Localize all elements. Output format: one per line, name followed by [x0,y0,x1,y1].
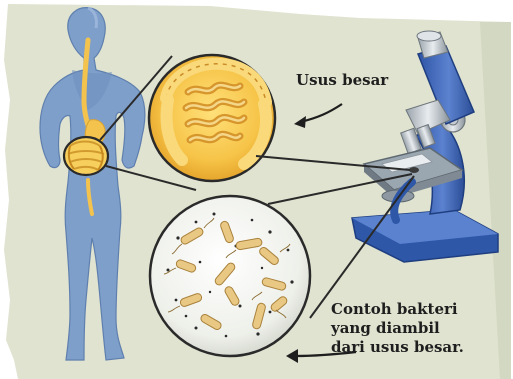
bacteria-slide-circle [150,196,310,356]
label-bacteria-sample: Contoh bakteri yang diambil dari usus be… [331,300,464,357]
label-large-intestine: Usus besar [296,71,388,90]
label-bacteria-line-1: Contoh bakteri [331,300,464,319]
intestine-zoom-circle [149,55,275,181]
body-intestine-highlight [64,137,108,175]
label-bacteria-line-3: dari usus besar. [331,338,464,357]
label-bacteria-line-2: yang diambil [331,319,464,338]
